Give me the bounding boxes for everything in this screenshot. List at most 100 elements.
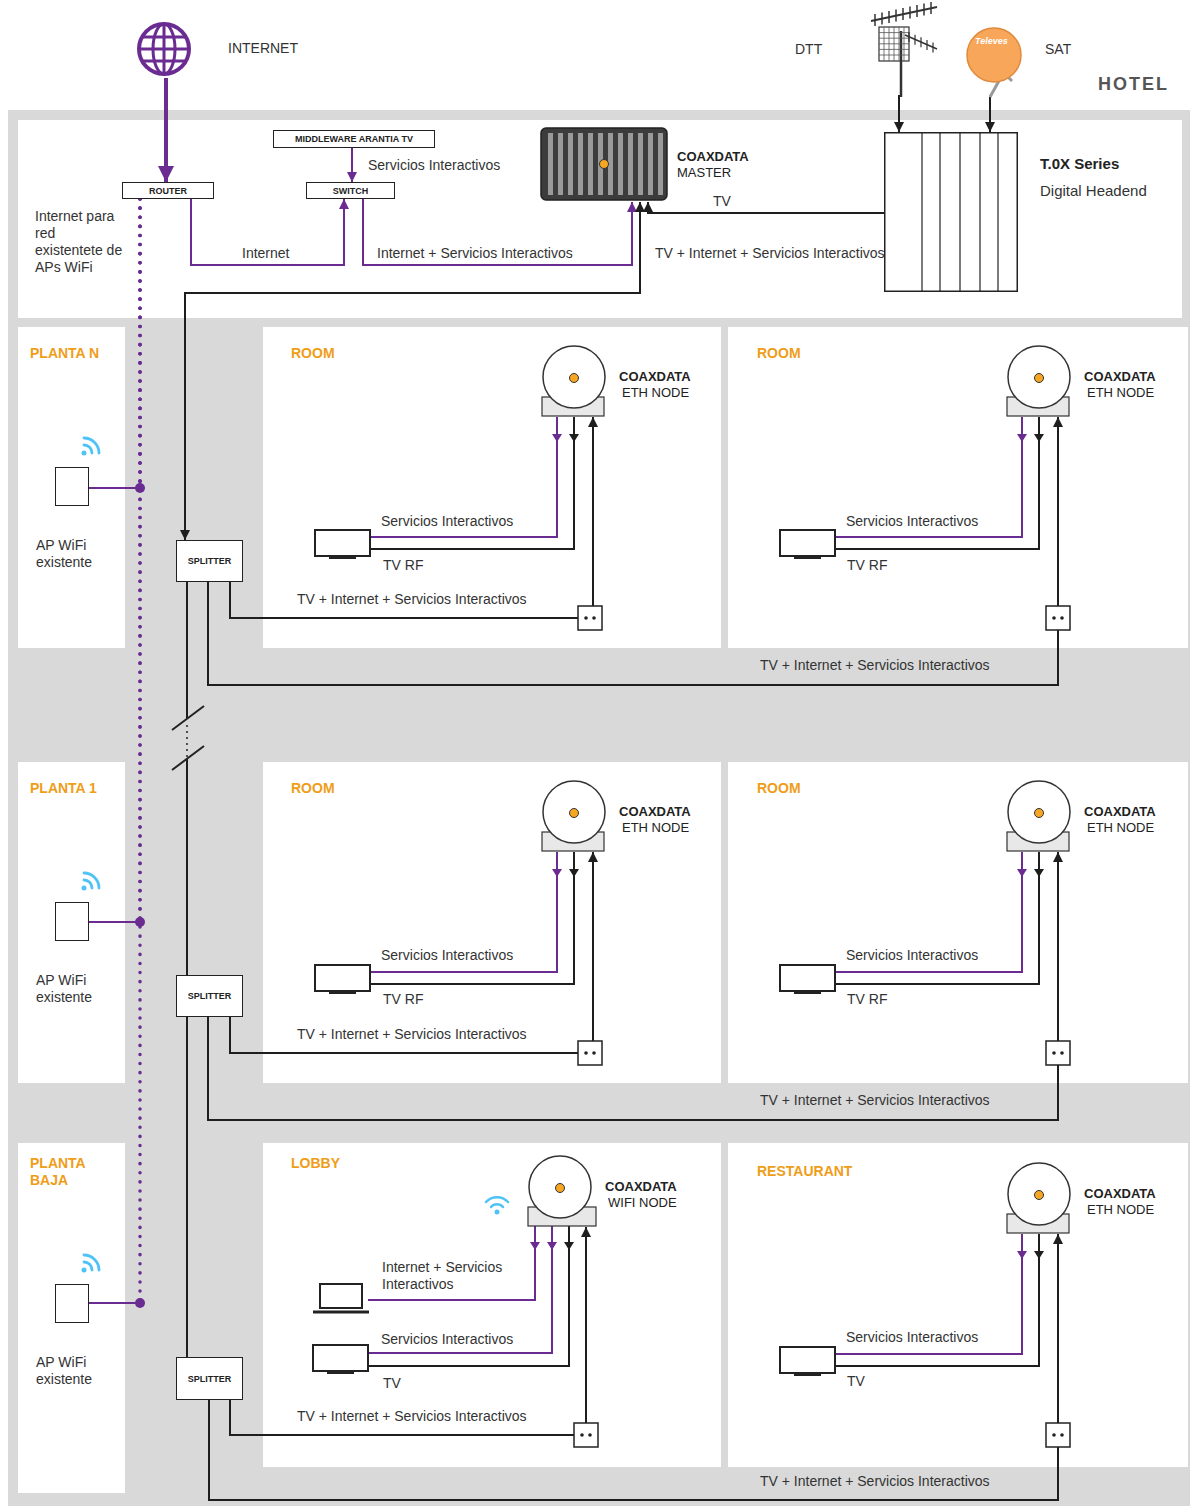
- icon: [135, 20, 193, 78]
- connector: [89, 199, 145, 1308]
- shape: [902, 8, 904, 20]
- label-text: TV + Internet + Servicios Interactivos: [655, 245, 885, 262]
- tv-icon: [780, 965, 835, 991]
- label-text: ROUTER: [149, 186, 187, 196]
- label-text: Servicios Interactivos: [368, 157, 500, 174]
- label-text: TV + Internet + Servicios Interactivos: [297, 591, 527, 608]
- zone-panel: PLANTA 1AP WiFi existente: [18, 762, 125, 1083]
- shape: [1035, 1191, 1044, 1200]
- wire: [835, 852, 1022, 972]
- label-text: ETH NODE: [1087, 1202, 1154, 1217]
- shape: [879, 27, 909, 61]
- device-box: SPLITTER: [176, 1357, 243, 1400]
- shape: [908, 32, 909, 42]
- socket-pin: [584, 1051, 588, 1055]
- connector-line: [898, 95, 900, 132]
- arrowhead: [569, 869, 579, 877]
- label-text: Internet para red existentete de APs WiF…: [35, 208, 123, 276]
- icon: [541, 780, 605, 852]
- break-dot: [186, 755, 188, 757]
- device-box: SPLITTER: [176, 540, 243, 582]
- label-text: ETH NODE: [1087, 820, 1154, 835]
- socket-pin: [1052, 1433, 1056, 1437]
- shape: [888, 11, 890, 23]
- label-text: T.0X Series: [1040, 155, 1119, 172]
- socket-pin: [1060, 1433, 1064, 1437]
- label-text: MIDDLEWARE ARANTIA TV: [295, 134, 413, 144]
- shape: [914, 35, 915, 45]
- wifi-icon: [82, 451, 87, 456]
- wire: [835, 1234, 1022, 1354]
- access-point: AP WiFi existente: [55, 1284, 89, 1323]
- label-text: COAXDATA: [605, 1179, 677, 1194]
- satellite-node: SAT: [960, 25, 1080, 97]
- tv-stand: [794, 556, 821, 559]
- connector-line: [186, 582, 188, 975]
- shape: [578, 133, 583, 195]
- wire: [370, 417, 557, 537]
- icon: [960, 25, 1032, 97]
- shape: [926, 40, 927, 50]
- coax-node: COAXDATAETH NODE: [541, 780, 706, 852]
- label-text: MASTER: [677, 165, 731, 180]
- connector-line: [138, 199, 142, 1303]
- wire: [368, 1223, 552, 1353]
- arrowhead: [1017, 1251, 1027, 1259]
- label-text: Servicios Interactivos: [846, 947, 978, 964]
- arrowhead: [552, 869, 562, 877]
- label-text: TV RF: [847, 991, 887, 1008]
- socket-pin: [1052, 1051, 1056, 1055]
- connector: [208, 417, 1058, 685]
- label-text: ETH NODE: [622, 385, 689, 400]
- tv-icon: [780, 530, 835, 556]
- connector: [230, 417, 593, 618]
- wire: [835, 1234, 1039, 1366]
- label-text: COAXDATA: [1084, 369, 1156, 384]
- shape: [874, 14, 876, 26]
- label-text: COAXDATA: [619, 369, 691, 384]
- zone-ground: [263, 327, 721, 648]
- shape: [997, 133, 998, 291]
- antenna-node: DTT: [795, 5, 940, 95]
- zone-panel: ROOM COAXDATAETH NODE: [728, 762, 1188, 1083]
- shape: [548, 133, 553, 195]
- label-text: HOTEL: [1098, 76, 1169, 93]
- headend-room: [18, 120, 1182, 318]
- zone-ground: [728, 762, 1188, 1083]
- device-box: SPLITTER: [176, 975, 243, 1017]
- shape: [930, 2, 932, 14]
- connector-line: [208, 417, 1058, 685]
- label-text: LOBBY: [291, 1155, 340, 1172]
- icon: [1006, 1162, 1070, 1234]
- shape: [1008, 346, 1070, 408]
- label-text: SAT: [1045, 41, 1071, 58]
- break-dot: [186, 749, 188, 751]
- label-text: AP WiFi existente: [36, 537, 121, 571]
- tv-icon: [315, 965, 370, 991]
- shape: [556, 1184, 565, 1193]
- connector: [899, 95, 900, 132]
- junction-dot: [135, 1298, 145, 1308]
- connector-line: [230, 1227, 586, 1435]
- connector-line: [363, 199, 632, 265]
- shape: [900, 31, 903, 97]
- wall-socket: [574, 1423, 598, 1447]
- tv-icon: [313, 1345, 368, 1371]
- wifi-icon: [84, 1255, 99, 1270]
- zone-ground: [18, 1143, 125, 1493]
- connector-line: [351, 148, 353, 182]
- shape: [1035, 374, 1044, 383]
- coax-node: COAXDATAETH NODE: [1006, 780, 1171, 852]
- socket-pin: [592, 616, 596, 620]
- connector-line: [89, 921, 140, 923]
- label-text: AP WiFi existente: [36, 972, 121, 1006]
- building-frame: HOTELROUTERMIDDLEWARE ARANTIA TVSWITCHCO…: [8, 110, 1190, 1506]
- connector: [230, 852, 593, 1053]
- shape: [568, 133, 573, 195]
- label-text: ROOM: [757, 780, 801, 797]
- coax-node: COAXDATAETH NODE: [541, 345, 706, 417]
- tv-stand: [794, 991, 821, 994]
- label-text: SPLITTER: [188, 556, 232, 566]
- label-text: ROOM: [291, 345, 335, 362]
- shape: [879, 27, 909, 61]
